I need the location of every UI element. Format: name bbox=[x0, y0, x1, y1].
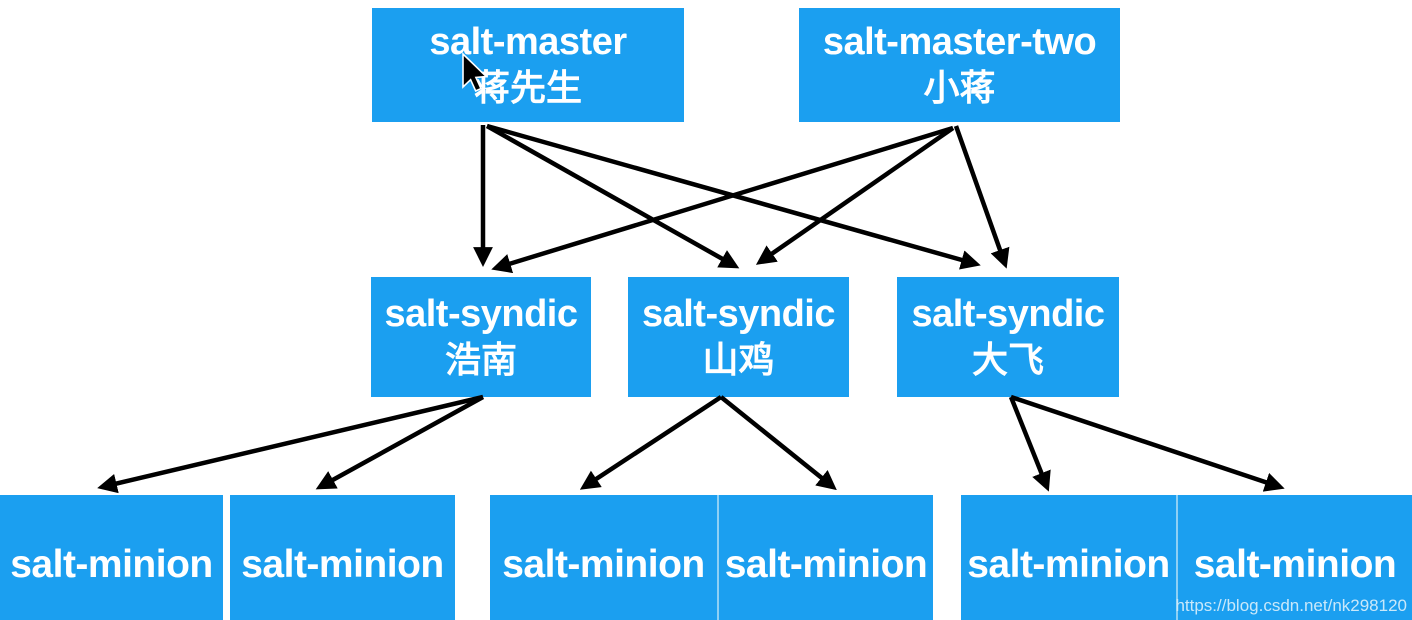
node-salt-minion-5: salt-minion bbox=[961, 495, 1176, 620]
node-title: salt-minion bbox=[724, 542, 928, 586]
edge-syndic1-minion1 bbox=[97, 394, 484, 494]
csdn-watermark: https://blog.csdn.net/nk298120 bbox=[1175, 596, 1407, 615]
node-subtitle: 大飞 bbox=[971, 339, 1044, 380]
edge-master2-syndic1 bbox=[491, 125, 954, 274]
node-salt-minion-1: salt-minion bbox=[0, 495, 223, 620]
node-salt-minion-2: salt-minion bbox=[230, 495, 455, 620]
node-title: salt-minion bbox=[967, 542, 1170, 586]
node-subtitle: 山鸡 bbox=[702, 339, 775, 380]
node-title: salt-master-two bbox=[822, 21, 1097, 63]
edge-syndic2-minion4 bbox=[719, 395, 837, 491]
edge-syndic3-minion5 bbox=[1008, 396, 1051, 492]
node-subtitle: 浩南 bbox=[444, 339, 517, 380]
edge-syndic1-minion2 bbox=[315, 395, 485, 490]
edge-syndic2-minion3 bbox=[579, 395, 723, 490]
node-salt-syndic-dafei: salt-syndic 大飞 bbox=[897, 277, 1119, 397]
node-salt-syndic-haonan: salt-syndic 浩南 bbox=[371, 277, 591, 397]
edge-master1-syndic2 bbox=[485, 124, 740, 269]
edge-master1-syndic3 bbox=[486, 123, 981, 270]
node-title: salt-minion bbox=[10, 542, 213, 586]
node-title: salt-syndic bbox=[911, 293, 1105, 335]
node-salt-master: salt-master 蒋先生 bbox=[372, 8, 684, 122]
node-subtitle: 小蒋 bbox=[923, 67, 996, 108]
node-title: salt-syndic bbox=[384, 293, 578, 335]
node-salt-syndic-shanji: salt-syndic 山鸡 bbox=[628, 277, 849, 397]
node-salt-minion-6: salt-minion https://blog.csdn.net/nk2981… bbox=[1175, 495, 1412, 620]
node-title: salt-syndic bbox=[641, 293, 836, 335]
edge-master2-syndic3 bbox=[953, 125, 1010, 269]
node-title: salt-master bbox=[429, 21, 627, 63]
node-subtitle: 蒋先生 bbox=[473, 67, 582, 108]
node-title: salt-minion bbox=[241, 542, 444, 586]
edge-master2-syndic2 bbox=[755, 126, 955, 265]
node-salt-minion-4: salt-minion bbox=[717, 495, 933, 620]
node-title: salt-minion bbox=[502, 542, 705, 586]
node-salt-minion-3: salt-minion bbox=[490, 495, 717, 620]
node-salt-master-two: salt-master-two 小蒋 bbox=[799, 8, 1120, 122]
edge-syndic3-minion6 bbox=[1010, 394, 1285, 492]
node-title: salt-minion bbox=[1193, 542, 1397, 586]
